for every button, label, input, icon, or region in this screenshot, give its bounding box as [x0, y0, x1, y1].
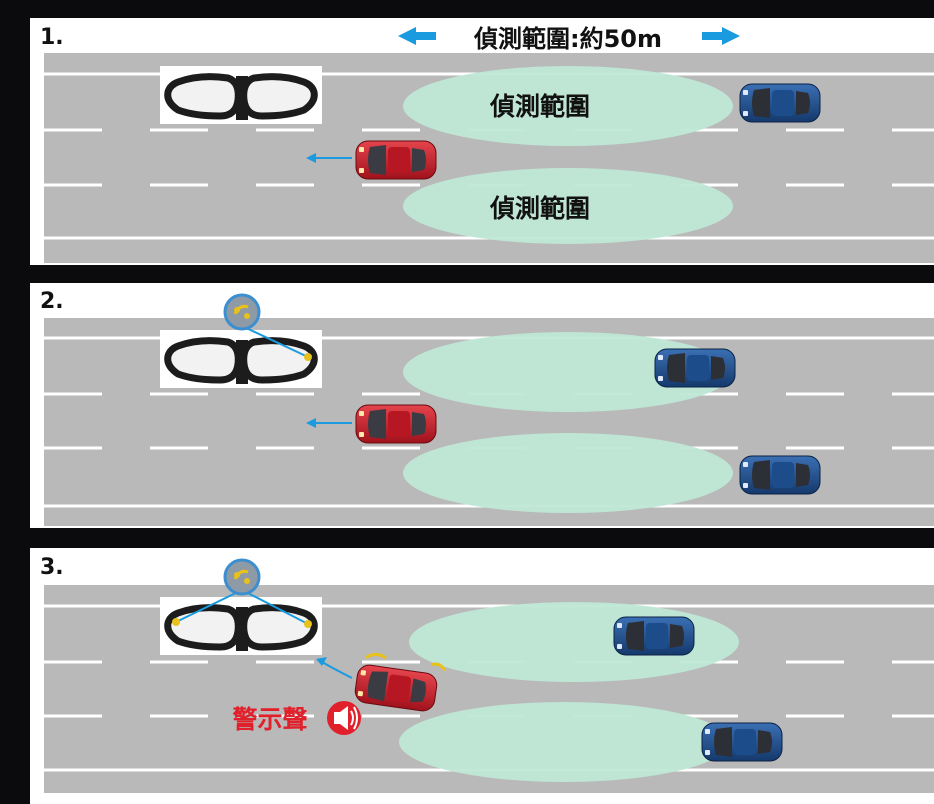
blind-spot-indicator-icon	[223, 293, 261, 331]
side-mirror-icon	[160, 597, 322, 655]
step-label: 2.	[40, 289, 64, 314]
arrow-left-icon	[398, 27, 436, 45]
scene-3: 警示聲	[44, 558, 934, 793]
blue-car	[701, 722, 783, 762]
blue-car	[654, 348, 736, 388]
scene-2	[44, 293, 934, 526]
motion-arrow	[321, 661, 353, 679]
detection-zone-upper	[403, 66, 733, 146]
arrow-right-icon	[702, 27, 740, 45]
step-label: 3.	[40, 555, 64, 580]
red-car	[355, 140, 437, 180]
detection-zone-lower	[399, 702, 729, 782]
zone-label: 偵測範圍	[489, 92, 590, 121]
arrow-left-icon	[306, 418, 316, 428]
blue-car	[613, 616, 695, 656]
speaker-icon	[327, 701, 361, 735]
blue-car	[739, 83, 821, 123]
detection-zone-lower	[403, 168, 733, 244]
zone-label: 偵測範圍	[489, 194, 590, 223]
blind-spot-indicator-icon	[223, 558, 261, 596]
arrow-left-icon	[306, 153, 316, 163]
scene-1: 偵測範圍 偵測範圍	[44, 53, 934, 263]
side-mirror-icon	[160, 66, 322, 124]
arrow-left-icon	[316, 657, 327, 666]
side-mirror-icon	[160, 330, 322, 388]
red-car	[355, 404, 437, 444]
red-car-changing-lane	[353, 652, 447, 713]
detection-zone-upper	[403, 332, 733, 412]
blue-car	[739, 455, 821, 495]
warning-label: 警示聲	[231, 705, 307, 734]
step-label: 1.	[40, 25, 64, 50]
detection-zone-lower	[403, 433, 733, 513]
detection-range-label: 偵測範圍:約50m	[473, 25, 662, 53]
